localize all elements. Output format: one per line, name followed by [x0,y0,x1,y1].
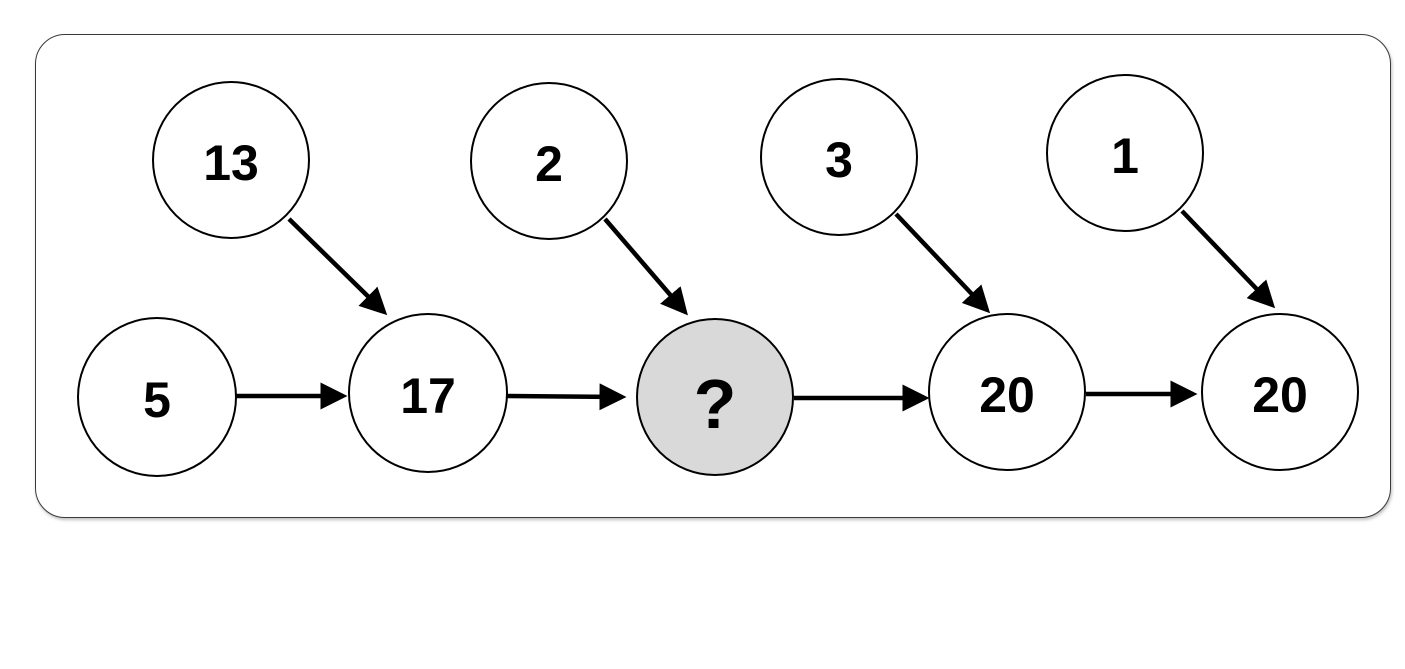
node-bottom-3: 20 [928,313,1086,471]
node-label: 20 [1252,367,1308,423]
arrow-3-to-20 [894,212,991,314]
arrow-17-to-unknown [506,383,627,411]
node-bottom-1: 17 [348,313,508,473]
node-label: 13 [203,135,259,191]
unknown-label: ? [694,365,737,443]
node-bottom-2-unknown: ? [636,318,794,476]
arrow-2-to-unknown [603,217,688,316]
node-top-1: 13 [152,81,310,239]
node-label: 1 [1111,128,1139,184]
node-label: 5 [143,372,171,428]
node-label: 3 [825,132,853,188]
node-top-3: 3 [760,78,918,236]
arrow-13-to-17 [287,217,388,316]
node-label: 17 [400,368,456,424]
node-bottom-0: 5 [77,317,237,477]
node-label: 20 [979,367,1035,423]
node-label: 2 [535,136,563,192]
arrow-1-to-20 [1180,209,1276,309]
node-top-4: 1 [1046,74,1204,232]
node-bottom-4: 20 [1201,313,1359,471]
node-top-2: 2 [470,82,628,240]
